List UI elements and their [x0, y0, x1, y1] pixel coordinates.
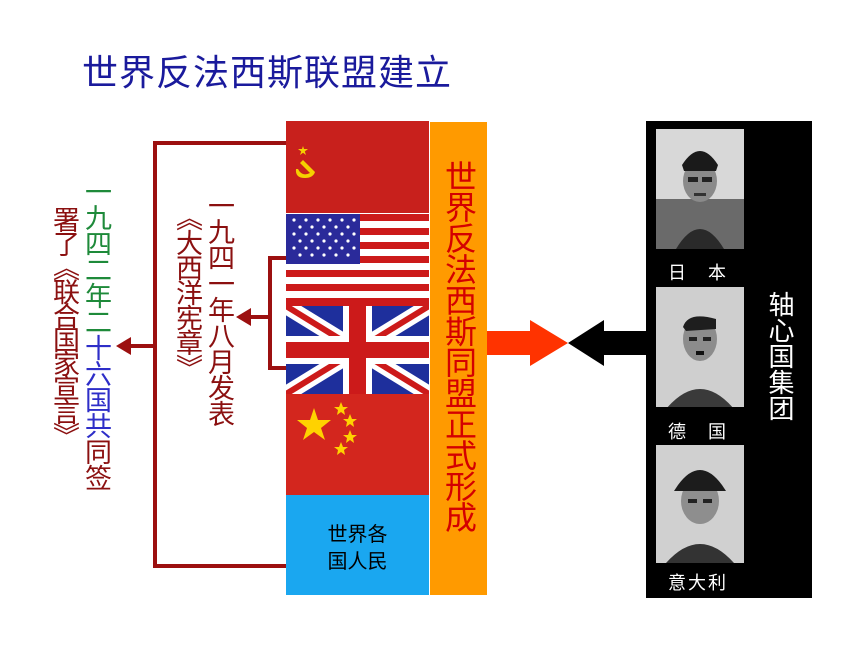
axis-panel: 日 本 德 国 意大利 轴心国集团 [646, 121, 812, 598]
allies-arrow [487, 320, 568, 366]
italy-portrait [656, 445, 744, 563]
declaration-part-2: 九四二年二 [80, 204, 111, 334]
people-line-1: 世界各 [327, 522, 388, 546]
alliance-label: 世界反法西斯同盟正式形成 [440, 160, 478, 532]
china-flag [286, 394, 429, 495]
japan-portrait [656, 129, 744, 249]
people-line-2: 国人民 [327, 549, 388, 573]
ussr-flag [286, 121, 429, 213]
inner-bracket [268, 256, 288, 370]
page-title: 世界反法西斯联盟建立 [82, 53, 453, 94]
declaration-arrow-head [116, 337, 131, 355]
axis-member-italy: 意大利 [668, 573, 728, 594]
axis-member-germany: 德 国 [668, 422, 728, 443]
germany-portrait [656, 287, 744, 407]
declaration-part-1: 一 [80, 178, 111, 204]
declaration-part-4: 同签 [80, 438, 111, 490]
usa-flag [286, 214, 429, 306]
declaration-col-1: 一九四二年二十六国共同签 [79, 178, 111, 490]
outer-bracket [153, 141, 286, 568]
charter-date-text: 一九四一年八月发表 [203, 192, 234, 426]
world-people-box: 世界各 国人民 [286, 495, 429, 595]
alliance-banner [430, 122, 487, 595]
declaration-col-2: 署了《联合国家宣言》 [48, 206, 79, 446]
axis-member-japan: 日 本 [668, 263, 728, 284]
axis-arrow [568, 320, 646, 366]
world-people-text: 世界各 国人民 [286, 521, 429, 575]
axis-label: 轴心国集团 [764, 291, 794, 421]
charter-name-text: 《大西洋宪章》 [171, 204, 202, 379]
declaration-part-3: 十六国共 [80, 334, 111, 438]
charter-arrow-head [236, 308, 251, 326]
uk-flag [286, 306, 429, 394]
